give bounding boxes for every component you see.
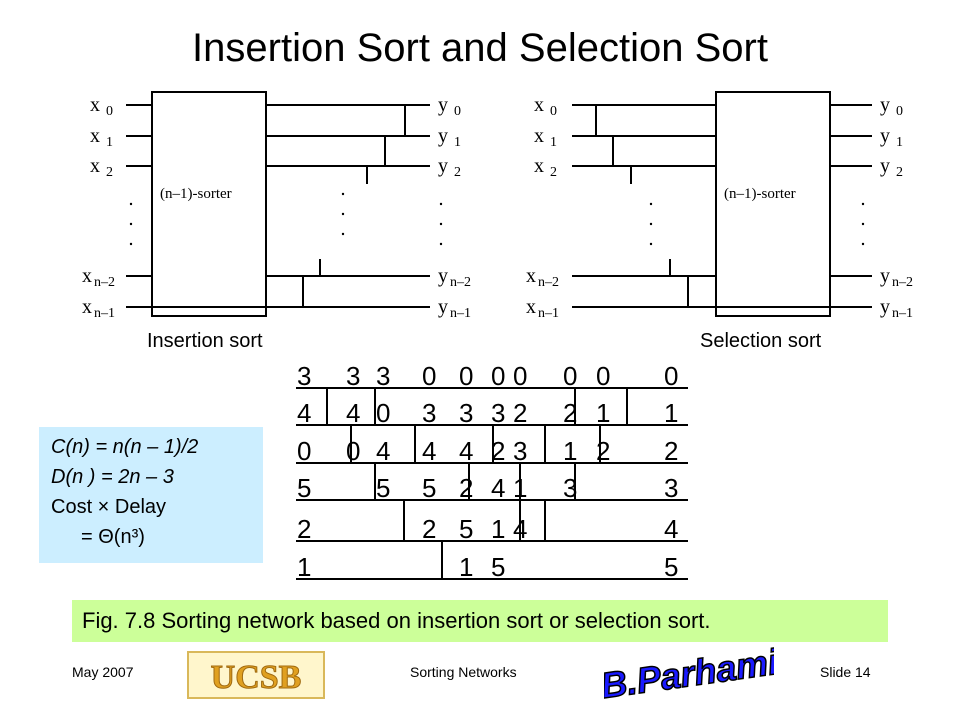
example-network [296,387,688,580]
complexity-box: C(n) = n(n – 1)/2 D(n ) = 2n – 3 Cost × … [39,427,263,563]
example-digit: 1 [513,473,527,503]
example-digit: 3 [346,361,360,391]
right-sorter-box [715,91,831,317]
example-digit: 5 [459,514,473,544]
delay-formula: D(n ) = 2n – 3 [51,466,174,488]
example-digit: 4 [346,398,360,428]
example-digit: 5 [422,473,436,503]
right-box-label: (n–1)-sorter [724,186,796,202]
example-digit: 1 [596,398,610,428]
cost-delay-label: Cost × Delay [51,496,167,518]
example-digit: 4 [491,473,505,503]
example-digit: 4 [376,436,390,466]
example-digit: 1 [459,552,473,582]
example-digit: 0 [563,361,577,391]
left-box-label: (n–1)-sorter [160,186,232,202]
example-digit: 4 [513,514,527,544]
example-digit: 3 [513,436,527,466]
footer-slide-number: Slide 14 [820,664,871,680]
example-digit: 0 [664,361,678,391]
example-digit: 3 [297,361,311,391]
example-digit: 5 [297,473,311,503]
example-digit: 1 [491,514,505,544]
svg-text:B.Parhami: B.Parhami [604,641,774,702]
example-digit: 2 [422,514,436,544]
example-digit: 4 [459,436,473,466]
example-digit: 2 [563,398,577,428]
example-digit: 0 [491,361,505,391]
ucsb-logo: UCSB [187,651,325,699]
example-digit: 3 [459,398,473,428]
example-digit: 2 [596,436,610,466]
figure-caption: Fig. 7.8 Sorting network based on insert… [82,608,711,633]
parhami-signature-logo: B.Parhami [604,640,774,702]
footer-title: Sorting Networks [410,664,517,680]
example-digit: 0 [422,361,436,391]
example-digit: 0 [459,361,473,391]
example-digit: 3 [563,473,577,503]
example-digit: 4 [422,436,436,466]
insertion-sort-caption: Insertion sort [147,330,263,352]
example-digit: 2 [513,398,527,428]
example-digit: 4 [664,514,678,544]
example-digit: 0 [376,398,390,428]
selection-sort-caption: Selection sort [700,330,822,352]
example-digit: 5 [491,552,505,582]
example-digit: 0 [596,361,610,391]
example-digit: 5 [664,552,678,582]
example-digit: 0 [346,436,360,466]
left-sorter-box [151,91,267,317]
example-digit: 1 [563,436,577,466]
example-digit: 3 [422,398,436,428]
figure-caption-bar: Fig. 7.8 Sorting network based on insert… [72,600,888,642]
example-digit: 4 [297,398,311,428]
example-digit: 5 [376,473,390,503]
example-digit: 3 [376,361,390,391]
ellipsis-dots [129,192,865,246]
svg-text:UCSB: UCSB [211,659,302,696]
cost-delay-formula: = Θ(n³) [81,526,145,548]
example-digit: 0 [297,436,311,466]
footer-date: May 2007 [72,664,134,680]
example-digit: 1 [664,398,678,428]
slide-title: Insertion Sort and Selection Sort [192,26,768,70]
example-digit: 2 [664,436,678,466]
cost-formula: C(n) = n(n – 1)/2 [51,436,199,458]
example-digit: 3 [491,398,505,428]
example-digit: 0 [513,361,527,391]
example-digit: 3 [664,473,678,503]
example-digit: 2 [297,514,311,544]
example-digit: 2 [459,473,473,503]
example-digit: 1 [297,552,311,582]
example-digit: 2 [491,436,505,466]
